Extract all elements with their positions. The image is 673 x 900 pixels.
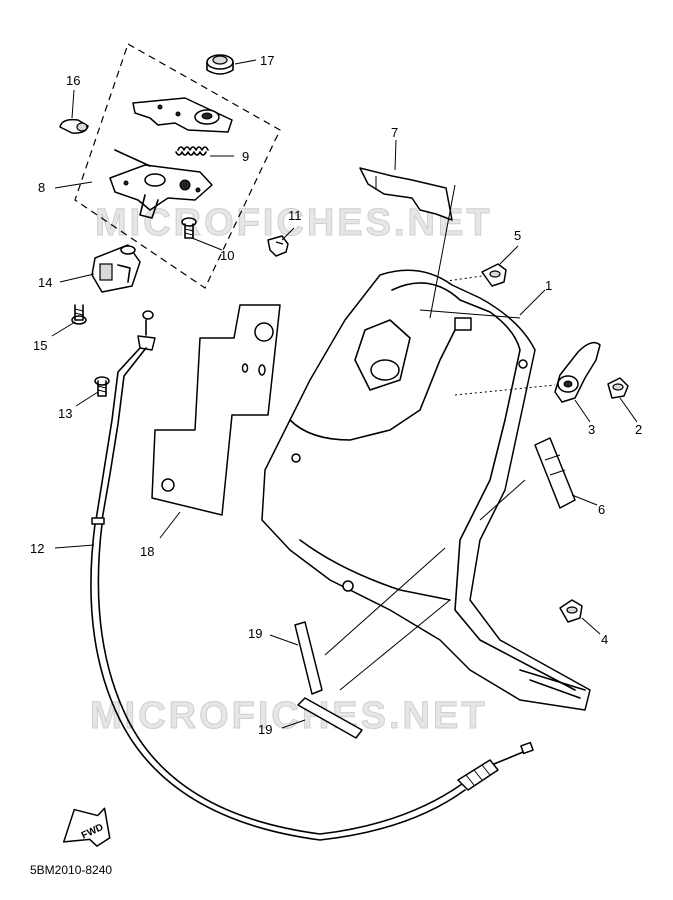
callout-8: 8: [38, 180, 45, 195]
part-11-screw: [267, 235, 289, 257]
fwd-arrow-icon: FWD: [62, 807, 111, 847]
callout-6: 6: [598, 502, 605, 517]
callout-12: 12: [30, 541, 44, 556]
diagram-code: 5BM2010-8240: [30, 863, 112, 877]
callout-labels: 1 2 3 4 5 6 7 8 9 10 11 12 13 14 15 16 1…: [30, 53, 642, 737]
part-19-foam-strips: [294, 621, 363, 739]
callout-leaders: [51, 59, 638, 729]
callout-1: 1: [545, 278, 552, 293]
part-3-bracket: [554, 341, 601, 403]
callout-9: 9: [242, 149, 249, 164]
part-7-trim: [359, 167, 453, 221]
part-15-bolt: [71, 304, 87, 325]
watermark-bottom: MICROFICHES.NET: [90, 695, 488, 737]
part-18-backing-plate: [151, 304, 281, 516]
assembly-lines: [324, 184, 526, 691]
part-2-screw: [607, 377, 629, 399]
lock-top-plate: [132, 97, 233, 133]
part-13-bolt: [94, 376, 110, 397]
part-9-spring: [175, 146, 209, 156]
part-12-cable: [90, 310, 534, 841]
lock-latch-mechanism: [109, 149, 213, 219]
callout-5: 5: [514, 228, 521, 243]
callout-19-upper: 19: [248, 626, 262, 641]
part-14-lock-body: [91, 244, 141, 293]
callout-18: 18: [140, 544, 154, 559]
callout-3: 3: [588, 422, 595, 437]
callout-15: 15: [33, 338, 47, 353]
part-10-screw: [181, 217, 197, 239]
callout-11: 11: [288, 208, 302, 223]
part-1-inner-panel: [261, 269, 591, 711]
lock-assembly-boundary: [74, 43, 281, 289]
callout-10: 10: [220, 248, 234, 263]
part-6-side-trim: [534, 437, 576, 509]
callout-7: 7: [391, 125, 398, 140]
callout-19-lower: 19: [258, 722, 272, 737]
part-4-screw: [559, 599, 583, 623]
callout-17: 17: [260, 53, 274, 68]
part-16-cap: [59, 118, 89, 134]
callout-16: 16: [66, 73, 80, 88]
part-5-screw: [439, 263, 507, 287]
callout-4: 4: [601, 632, 608, 647]
callout-14: 14: [38, 275, 52, 290]
part-17-nut: [206, 54, 234, 75]
callout-13: 13: [58, 406, 72, 421]
callout-2: 2: [635, 422, 642, 437]
